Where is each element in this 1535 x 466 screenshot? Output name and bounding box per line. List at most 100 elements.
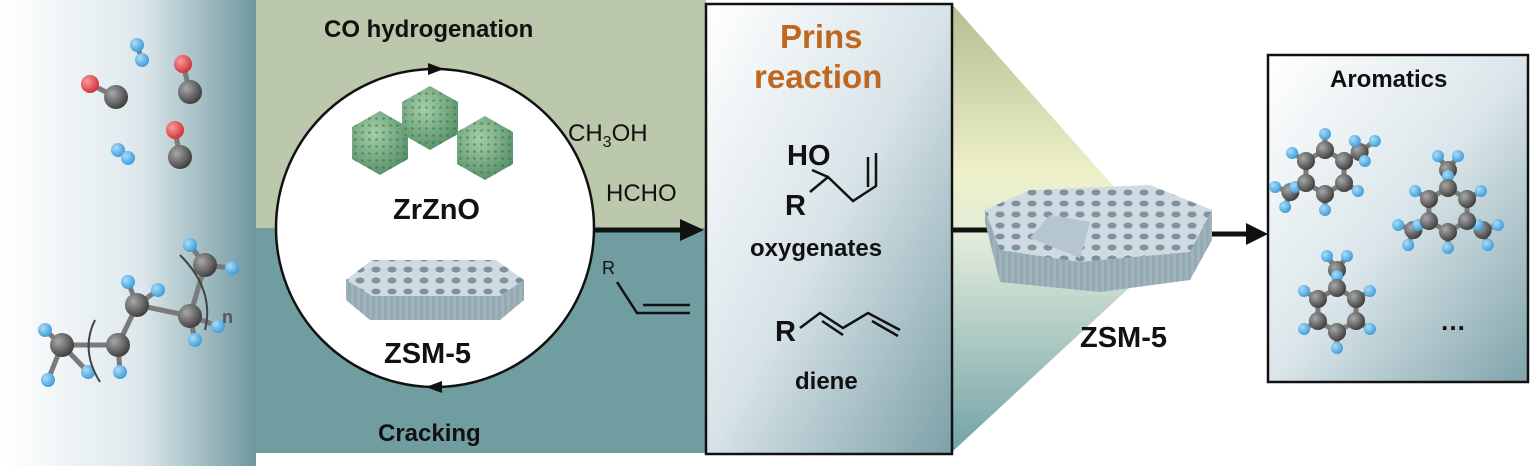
methanol-tail: OH — [611, 120, 648, 147]
hydrogen-atom — [183, 238, 197, 252]
hydrogen-atom — [1409, 185, 1422, 197]
cracking-label: Cracking — [378, 420, 481, 447]
hydrogen-atom — [1348, 135, 1361, 147]
hydrogen-atom — [1392, 219, 1405, 231]
hydrogen-atom — [130, 38, 144, 52]
zrzno-label: ZrZnO — [393, 194, 480, 226]
carbon-atom — [1335, 174, 1354, 192]
diene-structure — [799, 311, 901, 338]
carbon-atom — [106, 333, 130, 357]
polymer-bracket-left — [87, 319, 101, 383]
hydroxyl-label: HO — [787, 140, 831, 172]
polymer-bracket-right — [179, 254, 209, 331]
hydrogen-atom — [1286, 147, 1299, 159]
hydrogen-atom — [188, 333, 202, 347]
hydrogen-atom — [1279, 201, 1292, 213]
hydrogen-atom — [1363, 285, 1376, 297]
hydrogen-atom — [41, 373, 55, 387]
diene-r-label: R — [775, 316, 796, 348]
aromatics-more: … — [1440, 306, 1466, 336]
carbon-atom — [1419, 212, 1438, 230]
hydrogen-atom — [1474, 185, 1487, 197]
oxygenate-structure — [809, 153, 878, 203]
zsm5-crystal-circle — [346, 260, 524, 320]
olefin-r-label: R — [602, 258, 615, 278]
hydrogen-atom — [1341, 250, 1353, 262]
carbon-atom — [1316, 141, 1334, 159]
hydrogen-atom — [1298, 285, 1311, 297]
molecule-models — [38, 38, 1504, 387]
hydrogen-atom — [1331, 270, 1343, 282]
hydrogen-atom — [1298, 323, 1311, 335]
hydrogen-atom — [113, 365, 127, 379]
hydrogen-atom — [1331, 342, 1343, 354]
carbon-atom — [178, 80, 202, 104]
methanol-subscript: 3 — [602, 133, 612, 151]
zsm5-circle-label: ZSM-5 — [384, 338, 471, 370]
hydrogen-atom — [38, 323, 52, 337]
aromatics-title: Aromatics — [1330, 66, 1448, 93]
carbon-atom — [1308, 290, 1327, 308]
carbon-atom — [1335, 152, 1354, 170]
carbon-atom — [1458, 212, 1477, 230]
methanol-main: CH — [568, 120, 603, 147]
prins-title-line1: Prins — [780, 18, 863, 55]
carbon-atom — [1328, 279, 1346, 297]
arrow-to-prins-head — [680, 219, 704, 241]
hydrogen-atom — [151, 283, 165, 297]
formaldehyde-label: HCHO — [606, 180, 677, 207]
circle-arrowhead-top — [428, 63, 444, 75]
prins-title-line2: reaction — [754, 58, 883, 95]
hydrogen-atom — [1321, 250, 1333, 262]
arrow-to-aromatics-head — [1246, 223, 1268, 245]
oxygenates-label: oxygenates — [750, 235, 883, 262]
carbon-atom — [1296, 152, 1315, 170]
carbon-atom — [1328, 323, 1346, 341]
polymer-panel — [0, 0, 256, 466]
zsm5-large-label: ZSM-5 — [1080, 322, 1167, 354]
hydrogen-atom — [1442, 242, 1454, 254]
hydrogen-atom — [121, 275, 135, 289]
carbon-atom — [1308, 312, 1327, 330]
hydrogen-atom — [1368, 135, 1381, 147]
carbon-atom — [178, 304, 202, 328]
carbon-atom — [1439, 223, 1457, 241]
hydrogen-atom — [111, 143, 125, 157]
hydrogen-atom — [1402, 239, 1415, 251]
carbon-atom — [104, 85, 128, 109]
oxygen-atom — [174, 55, 192, 73]
carbon-atom — [1458, 190, 1477, 208]
oxygen-atom — [166, 121, 184, 139]
hydrogen-atom — [1351, 185, 1364, 197]
hydrogen-atom — [225, 261, 239, 275]
carbon-atom — [168, 145, 192, 169]
prins-box — [704, 2, 954, 456]
carbon-atom — [125, 293, 149, 317]
hydrogen-atom — [135, 53, 149, 67]
carbon-atom — [50, 333, 74, 357]
carbon-atom — [1419, 190, 1438, 208]
hydrogen-atom — [1363, 323, 1376, 335]
carbon-atom — [1347, 290, 1366, 308]
diene-label: diene — [795, 368, 858, 395]
oxygen-atom — [81, 75, 99, 93]
carbon-atom — [193, 253, 217, 277]
hydrogen-atom — [1432, 150, 1444, 162]
hydrogen-atom — [1319, 128, 1331, 140]
polymer-repeat-label: n — [222, 307, 233, 327]
methanol-label: CH3OH — [568, 120, 648, 152]
carbon-atom — [1296, 174, 1315, 192]
aromatics-box — [1266, 53, 1530, 384]
hydrogen-atom — [1269, 181, 1282, 193]
hydrogen-atom — [1491, 219, 1504, 231]
olefin-structure — [615, 281, 690, 315]
co-hydrogenation-label: CO hydrogenation — [324, 16, 534, 43]
hydrogen-atom — [1358, 155, 1371, 167]
hydrogen-atom — [1442, 170, 1454, 182]
carbon-atom — [1347, 312, 1366, 330]
hydrogen-atom — [81, 365, 95, 379]
zrzno-crystals — [352, 86, 513, 180]
carbon-atom — [1439, 179, 1457, 197]
